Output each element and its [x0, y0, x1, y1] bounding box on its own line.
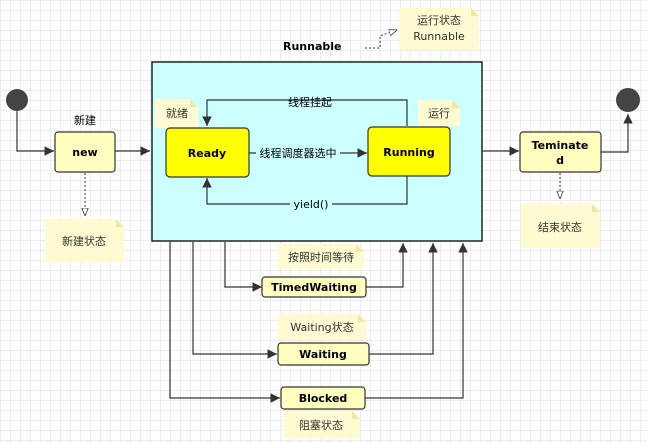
state-terminated: [519, 131, 602, 173]
svg-text:Blocked: Blocked: [299, 392, 348, 405]
svg-text:TimedWaiting: TimedWaiting: [271, 281, 357, 294]
svg-text:结束状态: 结束状态: [538, 220, 582, 234]
initial-node: [6, 89, 28, 111]
svg-text:运行: 运行: [428, 107, 450, 120]
svg-text:按照时间等待: 按照时间等待: [288, 250, 354, 264]
runnable-note: 运行状态 Runnable: [399, 8, 479, 50]
state-blocked: [280, 386, 366, 410]
edge-terminated-to-final: [601, 114, 633, 153]
new-title-label: 新建: [74, 113, 96, 127]
edge-initial-to-new: [16, 111, 54, 156]
svg-text:Runnable: Runnable: [413, 30, 465, 43]
svg-text:新建状态: 新建状态: [62, 234, 106, 248]
end-note: 结束状态: [521, 204, 600, 248]
label-thread-suspend: 线程挂起: [288, 95, 332, 109]
svg-text:Teminate: Teminate: [532, 139, 589, 152]
svg-text:new: new: [72, 146, 97, 159]
svg-text:Ready: Ready: [188, 147, 226, 160]
running-note: 运行: [418, 100, 460, 126]
runnable-note-connector: [365, 30, 397, 49]
final-node: [616, 88, 640, 112]
svg-text:阻塞状态: 阻塞状态: [299, 418, 343, 432]
ready-note: 就绪: [155, 99, 198, 128]
state-running: [367, 126, 451, 177]
edge-runnable-to-timedwaiting: [224, 242, 262, 292]
edge-blocked-to-runnable: [365, 243, 468, 399]
svg-text:就绪: 就绪: [166, 106, 188, 120]
edge-runnable-to-waiting: [192, 242, 277, 359]
label-scheduler-select: 线程调度器选中: [260, 146, 337, 160]
blocked-note: 阻塞状态: [284, 411, 360, 438]
svg-text:运行状态: 运行状态: [417, 13, 461, 27]
edge-waiting-to-runnable: [369, 243, 438, 355]
runnable-label: Runnable: [283, 40, 342, 53]
state-timed-waiting: [261, 276, 367, 298]
state-new: [54, 131, 116, 173]
svg-text:Waiting状态: Waiting状态: [290, 320, 353, 334]
edge-timedwaiting-to-runnable: [366, 243, 408, 288]
svg-text:Waiting: Waiting: [299, 348, 347, 361]
svg-text:Running: Running: [383, 146, 434, 159]
waiting-note: Waiting状态: [278, 314, 366, 340]
edge-running-to-ready-suspend: [202, 99, 408, 126]
new-note: 新建状态: [45, 219, 124, 262]
edge-runnable-to-blocked: [169, 242, 280, 403]
svg-text:d: d: [556, 154, 564, 167]
state-waiting: [277, 342, 370, 366]
timed-wait-note: 按照时间等待: [278, 244, 364, 269]
label-yield: yield(): [294, 198, 329, 211]
state-ready: [165, 127, 250, 178]
